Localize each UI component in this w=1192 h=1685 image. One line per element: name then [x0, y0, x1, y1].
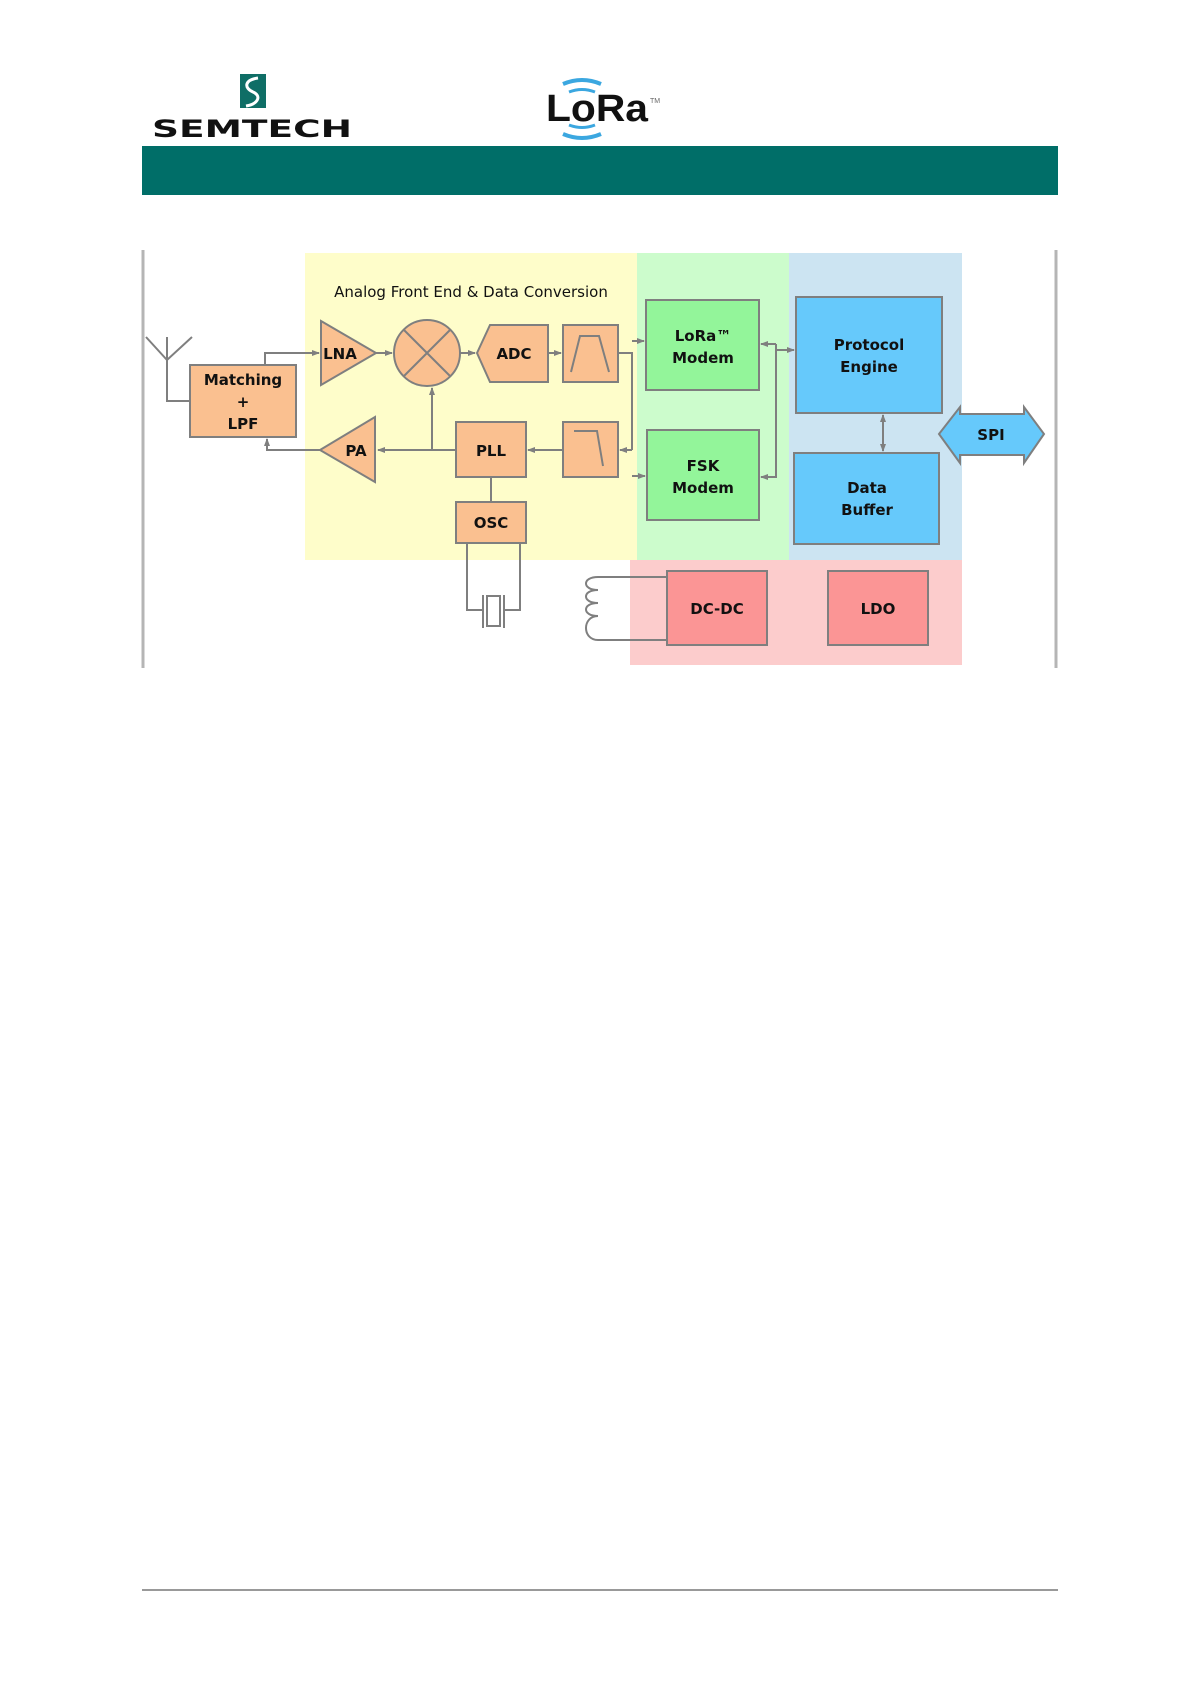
adc-block: ADC: [475, 324, 549, 383]
svg-text:DC-DC: DC-DC: [690, 600, 744, 618]
header-bar: [142, 146, 1058, 195]
svg-text:Matching: Matching: [204, 371, 282, 389]
mixer-block: [393, 319, 461, 387]
svg-text:LDO: LDO: [861, 600, 896, 618]
bandpass-filter-block: [562, 324, 619, 383]
lna-block: LNA: [320, 319, 378, 387]
svg-text:TM: TM: [650, 98, 660, 105]
dcdc-block: DC-DC: [666, 570, 768, 646]
semtech-logo: SEMTECH: [152, 74, 352, 143]
pa-block: PA: [318, 415, 376, 484]
pll-block: PLL: [455, 421, 527, 478]
svg-text:Engine: Engine: [840, 358, 898, 376]
antenna-icon: [145, 336, 193, 402]
lora-modem-block: LoRa™ Modem: [645, 299, 760, 391]
svg-text:LNA: LNA: [323, 345, 357, 363]
svg-text:FSK: FSK: [687, 457, 721, 475]
svg-text:Buffer: Buffer: [841, 501, 893, 519]
svg-text:PA: PA: [345, 442, 367, 460]
svg-text:Protocol: Protocol: [834, 336, 905, 354]
crystal-icon: [466, 543, 521, 628]
svg-text:LPF: LPF: [228, 415, 259, 433]
matching-lpf-block: Matching + LPF: [189, 364, 297, 438]
inductor-icon: [585, 576, 667, 641]
svg-text:Modem: Modem: [672, 479, 734, 497]
svg-text:LoRa™: LoRa™: [675, 327, 732, 345]
lora-logo: LoRa TM: [546, 78, 660, 140]
svg-text:PLL: PLL: [476, 442, 507, 460]
svg-text:ADC: ADC: [496, 345, 531, 363]
lowpass-filter-block: [562, 421, 619, 478]
svg-text:Data: Data: [847, 479, 887, 497]
data-buffer-block: Data Buffer: [793, 452, 940, 545]
analog-section-title: Analog Front End & Data Conversion: [334, 283, 608, 301]
svg-text:+: +: [237, 393, 250, 411]
protocol-engine-block: Protocol Engine: [795, 296, 943, 414]
spi-interface-arrow: SPI: [937, 403, 1046, 467]
osc-block: OSC: [455, 501, 527, 544]
svg-text:LoRa: LoRa: [546, 88, 649, 130]
svg-text:SPI: SPI: [977, 426, 1004, 444]
ldo-block: LDO: [827, 570, 929, 646]
svg-text:OSC: OSC: [474, 514, 509, 532]
svg-text:SEMTECH: SEMTECH: [152, 115, 352, 143]
fsk-modem-block: FSK Modem: [646, 429, 760, 521]
svg-text:Modem: Modem: [672, 349, 734, 367]
